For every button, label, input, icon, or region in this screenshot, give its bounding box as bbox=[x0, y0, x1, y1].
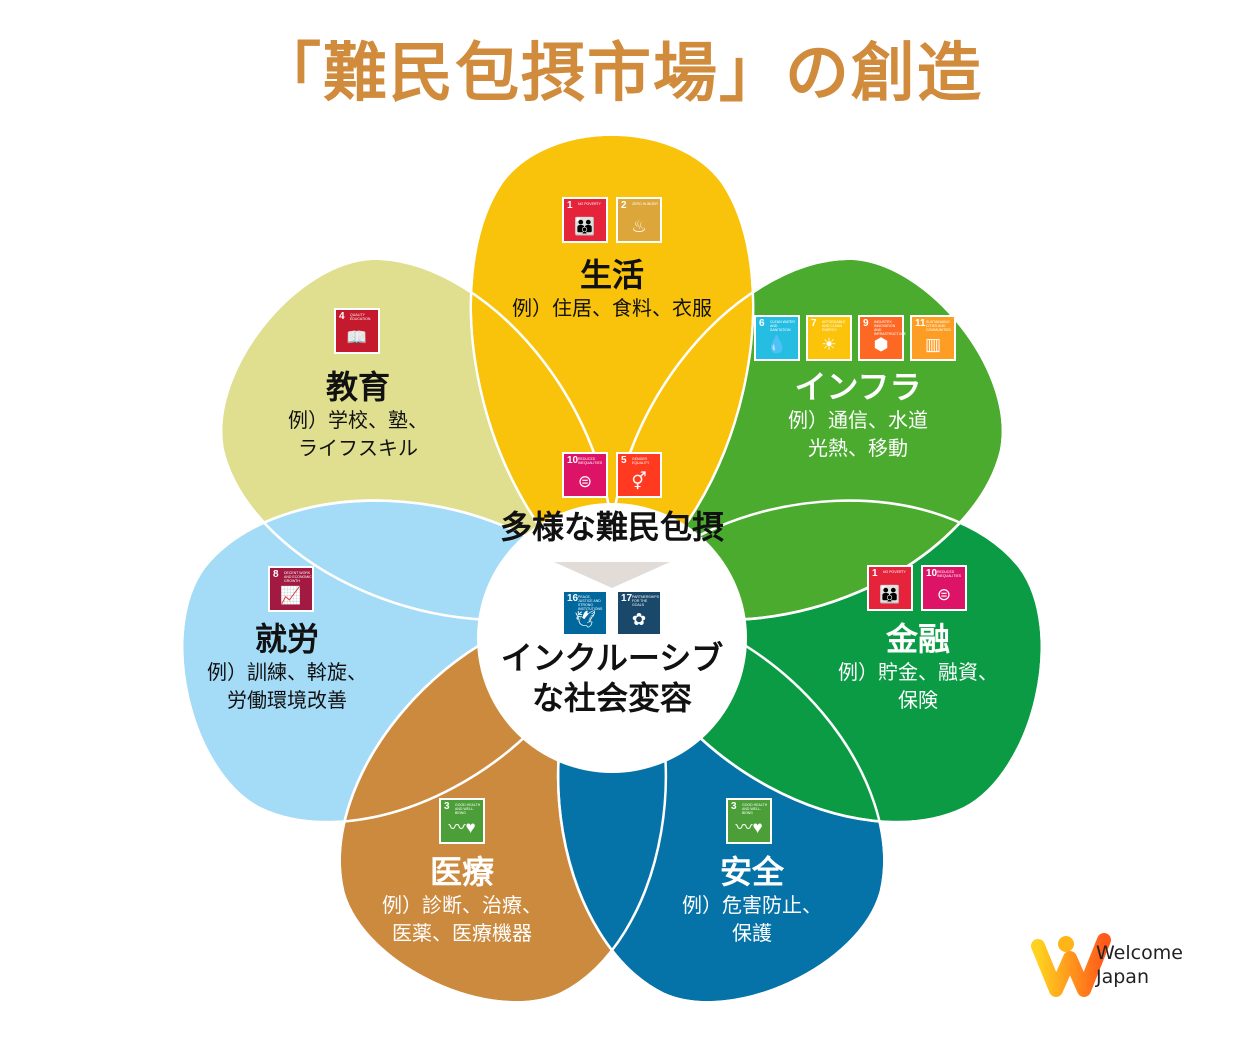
sdg-2-icon: 2Zero Hunger♨ bbox=[616, 197, 662, 243]
label-infra: インフラ 例）通信、水道 光熱、移動 bbox=[788, 368, 928, 460]
sdg-3-icon: 3Good Health and Well-Being〰♥ bbox=[726, 798, 772, 844]
sdg-icons-safety: 3Good Health and Well-Being〰♥ bbox=[726, 798, 772, 844]
arrow-down-icon bbox=[554, 562, 670, 588]
sdg-16-icon: 16Peace, Justice and Strong Institutions… bbox=[562, 590, 608, 636]
sdg-10-icon: 10Reduced Inequalities⊜ bbox=[921, 565, 967, 611]
sdg-17-icon: 17Partnerships for the Goals✿ bbox=[616, 590, 662, 636]
center-bottom-text: インクルーシブ な社会変容 bbox=[500, 639, 724, 717]
sdg-1-icon: 1No Poverty👪 bbox=[867, 565, 913, 611]
sdg-9-icon: 9Industry, Innovation and Infrastructure… bbox=[858, 315, 906, 361]
sdg-5-icon: 5Gender Equality⚥ bbox=[616, 452, 662, 498]
sdg-7-icon: 7Affordable and Clean Energy☀ bbox=[806, 315, 852, 361]
sdg-10-icon: 10Reduced Inequalities⊜ bbox=[562, 452, 608, 498]
label-living: 生活 例）住居、食料、衣服 bbox=[512, 256, 712, 320]
sdg-icons-infra: 6Clean Water and Sanitation💧 7Affordable… bbox=[754, 315, 956, 361]
sdg-11-icon: 11Sustainable Cities and Communities▥ bbox=[910, 315, 956, 361]
sdg-4-icon: 4Quality Education📖 bbox=[334, 308, 380, 354]
sdg-icons-center-bottom: 16Peace, Justice and Strong Institutions… bbox=[562, 590, 662, 636]
sdg-3-icon: 3Good Health and Well-Being〰♥ bbox=[439, 798, 485, 844]
center-circle bbox=[477, 503, 747, 773]
sdg-8-icon: 8Decent Work and Economic Growth📈 bbox=[268, 566, 314, 612]
sdg-1-icon: 1No Poverty👪 bbox=[562, 197, 608, 243]
sdg-icons-finance: 1No Poverty👪 10Reduced Inequalities⊜ bbox=[867, 565, 967, 611]
sdg-icons-living: 1No Poverty👪 2Zero Hunger♨ bbox=[562, 197, 662, 243]
label-finance: 金融 例）貯金、融資、 保険 bbox=[838, 620, 998, 712]
label-education: 教育 例）学校、塾、 ライフスキル bbox=[288, 368, 428, 460]
label-medical: 医療 例）診断、治療、 医薬、医療機器 bbox=[382, 853, 542, 945]
logo-text: Welcome Japan bbox=[1096, 942, 1183, 988]
sdg-6-icon: 6Clean Water and Sanitation💧 bbox=[754, 315, 800, 361]
sdg-icons-center-top: 10Reduced Inequalities⊜ 5Gender Equality… bbox=[562, 452, 662, 498]
sdg-icons-medical: 3Good Health and Well-Being〰♥ bbox=[439, 798, 485, 844]
page-title: 「難民包摂市場」の創造 bbox=[257, 37, 983, 111]
sdg-icons-education: 4Quality Education📖 bbox=[334, 308, 380, 354]
center-top-text: 多様な難民包摂 bbox=[499, 508, 725, 546]
label-employment: 就労 例）訓練、斡旋、 労働環境改善 bbox=[207, 620, 367, 712]
welcome-japan-logo-icon bbox=[1031, 933, 1111, 997]
label-safety: 安全 例）危害防止、 保護 bbox=[682, 853, 822, 945]
sdg-icons-employment: 8Decent Work and Economic Growth📈 bbox=[268, 566, 314, 612]
